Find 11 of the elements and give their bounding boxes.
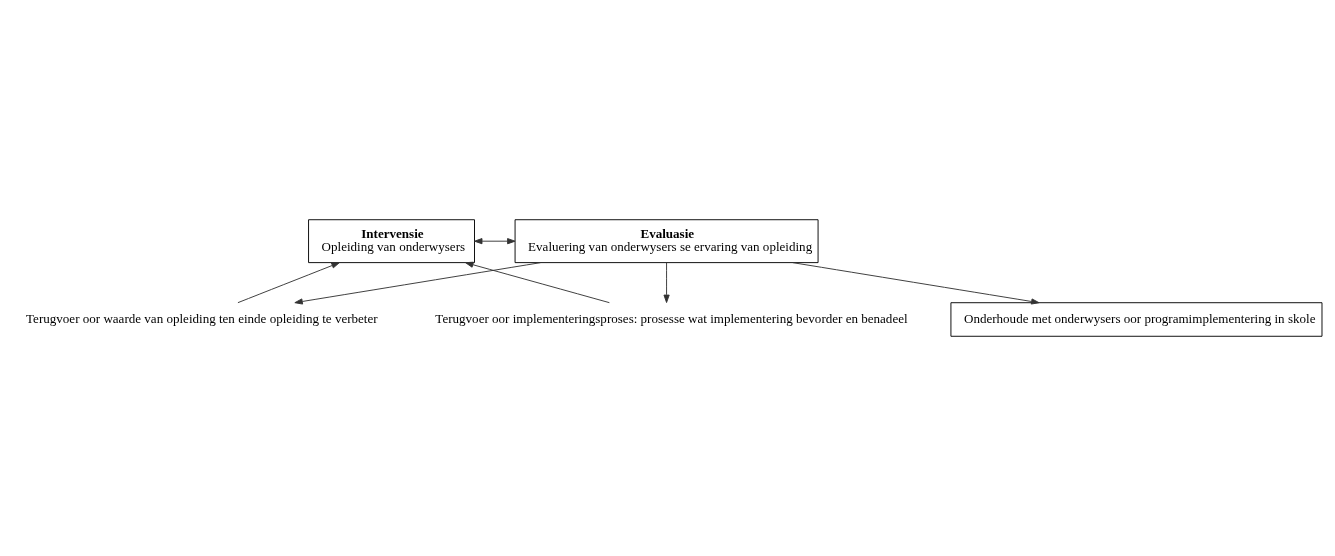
arrow bbox=[237, 262, 340, 304]
arrow bbox=[465, 261, 610, 304]
node-text: Terugvoer oor implementeringsproses: prosesse wat implementering bevorder en benadeel bbox=[435, 310, 908, 326]
node-box: Onderhoude met onderwysers oor programimplementering in skole bbox=[950, 302, 1323, 337]
arrow bbox=[474, 238, 516, 245]
node-box: Intervensie Opleiding van onderwysers bbox=[308, 219, 475, 264]
arrow bbox=[663, 262, 670, 303]
node-text: Terugvoer oor waarde van opleiding ten einde opleiding te verbeter bbox=[26, 310, 378, 326]
arrow bbox=[792, 262, 1040, 305]
arrow bbox=[294, 262, 542, 305]
node-box: Evaluasie Evaluering van onderwysers se ervaring van opleiding bbox=[514, 219, 819, 264]
